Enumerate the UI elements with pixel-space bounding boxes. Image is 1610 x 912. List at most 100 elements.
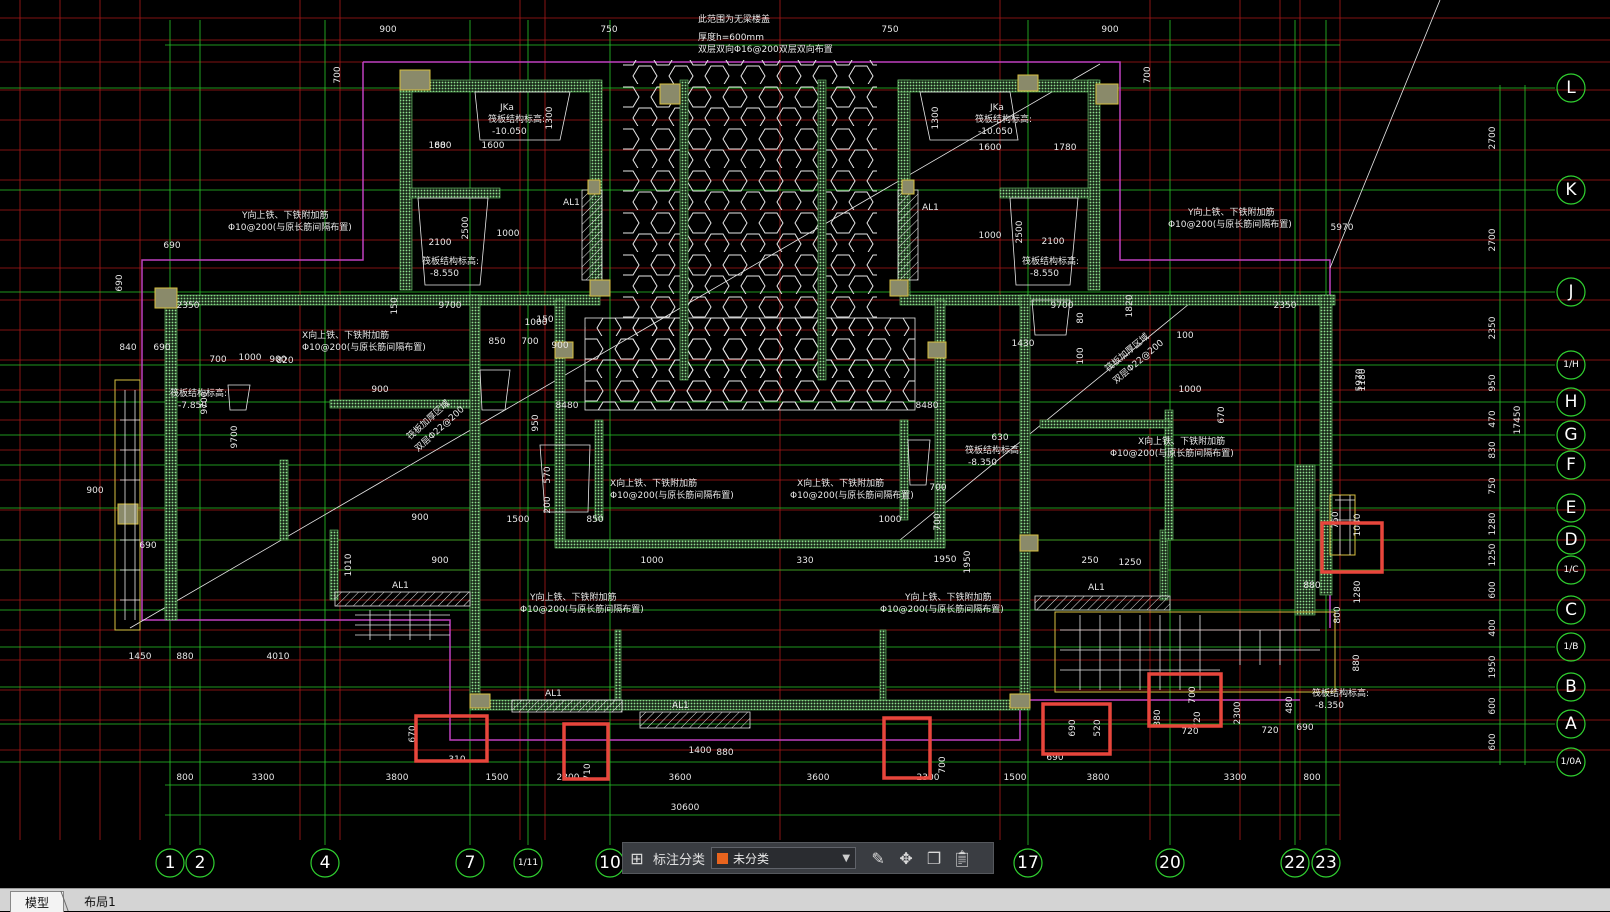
- note-top-1: 此范围为无梁楼盖: [698, 13, 770, 25]
- axis-bubble-right[interactable]: 1/0A: [1556, 747, 1586, 777]
- pit-right-2: -8.550: [1030, 269, 1059, 279]
- axis-bubble-right[interactable]: 1/B: [1556, 632, 1586, 662]
- dimension-label: 850: [488, 337, 505, 347]
- axis-bubble-label: B: [1565, 677, 1577, 697]
- dimension-label: 900: [86, 486, 103, 496]
- dimension-label: 400: [1488, 619, 1498, 636]
- axis-bubble-right[interactable]: F: [1556, 450, 1586, 480]
- axis-bubble-right[interactable]: L: [1556, 73, 1586, 103]
- dimension-label: 2700: [1488, 126, 1498, 149]
- dimension-label: 1000: [979, 231, 1002, 241]
- dimension-label: 5970: [1355, 368, 1365, 391]
- axis-bubble-right[interactable]: 1/H: [1556, 350, 1586, 380]
- axis-bubble-bottom[interactable]: 1: [155, 848, 185, 878]
- dimension-label: 690: [163, 241, 180, 251]
- cad-drawing-canvas[interactable]: 此范围为无梁楼盖 厚度h=600mm 双层双向Φ16@200双层双向布置 JKa…: [0, 0, 1610, 888]
- dimension-label: 1040: [1353, 513, 1363, 536]
- dimension-label: 30600: [671, 803, 700, 813]
- axis-bubble-bottom[interactable]: 23: [1311, 848, 1341, 878]
- move-icon[interactable]: ✥: [899, 848, 913, 868]
- axis-bubble-right[interactable]: K: [1556, 175, 1586, 205]
- dimension-label: 600: [1488, 581, 1498, 598]
- dimension-label: 700: [929, 483, 946, 493]
- dimension-label: 2100: [1042, 237, 1065, 247]
- dimension-label: 840: [119, 343, 136, 353]
- dimension-label: 1250: [1119, 558, 1142, 568]
- jk-right-2: 筏板结构标高:: [975, 113, 1032, 125]
- dimension-label: 520: [1093, 719, 1103, 736]
- axis-bubble-right[interactable]: G: [1556, 420, 1586, 450]
- dimension-label: 470: [1488, 410, 1498, 427]
- axis-bubble-bottom[interactable]: 17: [1013, 848, 1043, 878]
- dimension-label: 9700: [230, 425, 240, 448]
- jk-right-1: JKa: [989, 103, 1004, 113]
- axis-bubble-bottom[interactable]: 2: [185, 848, 215, 878]
- y-left-2: Φ10@200(与原长筋间隔布置): [228, 221, 352, 233]
- dimension-label: 1600: [979, 143, 1002, 153]
- dimension-label: 1880: [429, 141, 452, 151]
- dimension-label: 700: [1143, 66, 1153, 83]
- axis-bubble-right[interactable]: J: [1556, 277, 1586, 307]
- dimension-label: 3800: [1087, 773, 1110, 783]
- dimension-label: 880: [1303, 581, 1320, 591]
- axis-bubble-bottom[interactable]: 20: [1155, 848, 1185, 878]
- paste-icon[interactable]: 📋︎: [951, 848, 973, 868]
- axis-bubble-bottom[interactable]: 1/11: [513, 848, 543, 878]
- dimension-label: 4010: [267, 652, 290, 662]
- axis-bubble-right[interactable]: A: [1556, 709, 1586, 739]
- chevron-down-icon: ▼: [842, 852, 851, 864]
- axis-bubble-label: 10: [599, 853, 621, 873]
- tab-layout-1[interactable]: 布局1: [70, 891, 130, 911]
- dimension-label: 690: [1046, 753, 1063, 763]
- level-8350b-2: -8.350: [1315, 701, 1344, 711]
- y-bottom-right-1: Y向上铁、下铁附加筋: [904, 591, 992, 603]
- pit-outlines: [227, 91, 1079, 513]
- axis-bubble-right[interactable]: C: [1556, 595, 1586, 625]
- y-bottom-left-2: Φ10@200(与原长筋间隔布置): [520, 603, 644, 615]
- dimension-label: 1000: [525, 318, 548, 328]
- dimension-label: 700: [333, 66, 343, 83]
- axis-bubble-bottom[interactable]: 7: [455, 848, 485, 878]
- dimension-label: 1950: [934, 555, 957, 565]
- pit-right-1: 筏板结构标高:: [1022, 255, 1079, 267]
- grid-icon[interactable]: ⊞: [630, 848, 644, 868]
- dimension-label: 9700: [1051, 301, 1074, 311]
- copy-icon[interactable]: ❐: [926, 848, 942, 868]
- axis-bubble-right[interactable]: D: [1556, 525, 1586, 555]
- dimension-label: 880: [176, 652, 193, 662]
- tab-model[interactable]: 模型: [10, 891, 64, 912]
- dimension-label: 830: [1488, 441, 1498, 458]
- annotation-category-select[interactable]: 未分类 ▼: [711, 847, 857, 869]
- axis-bubble-right[interactable]: 1/C: [1556, 555, 1586, 585]
- axis-bubble-bottom[interactable]: 4: [310, 848, 340, 878]
- dimension-label: 150: [536, 315, 553, 325]
- axis-bubble-label: 17: [1017, 853, 1039, 873]
- axis-bubble-bottom[interactable]: 10: [595, 848, 625, 878]
- dimension-label: 380: [1153, 709, 1163, 726]
- axis-bubble-bottom[interactable]: 22: [1280, 848, 1310, 878]
- annotation-toolbar: ⊞ 标注分类 未分类 ▼ ✎ ✥ ❐ 📋︎: [622, 842, 994, 874]
- dimension-label: 250: [1081, 556, 1098, 566]
- edit-icon[interactable]: ✎: [871, 848, 885, 868]
- dimension-label: 1280: [1488, 512, 1498, 535]
- hatched-beams: [334, 189, 1171, 729]
- dimension-label: 1000: [1179, 385, 1202, 395]
- axis-bubble-right[interactable]: B: [1556, 672, 1586, 702]
- dimension-label: 820: [276, 356, 293, 366]
- dimension-label: 1000: [879, 515, 902, 525]
- axis-bubble-label: G: [1564, 425, 1577, 445]
- axis-bubble-right[interactable]: E: [1556, 493, 1586, 523]
- axis-bubble-label: A: [1565, 714, 1577, 734]
- axis-bubble-right[interactable]: H: [1556, 387, 1586, 417]
- category-color-swatch: [717, 852, 729, 864]
- dimension-label: 1430: [1012, 339, 1035, 349]
- dimension-label: 9700: [200, 391, 210, 414]
- axis-bubble-label: 1: [165, 853, 176, 873]
- dimension-label: 1180: [1358, 368, 1368, 391]
- dimension-label: 720: [1193, 711, 1203, 728]
- dimension-label: 1500: [486, 773, 509, 783]
- dimension-label: 60: [434, 141, 446, 151]
- axis-bubble-label: K: [1565, 180, 1577, 200]
- dimension-label: 750: [881, 25, 898, 35]
